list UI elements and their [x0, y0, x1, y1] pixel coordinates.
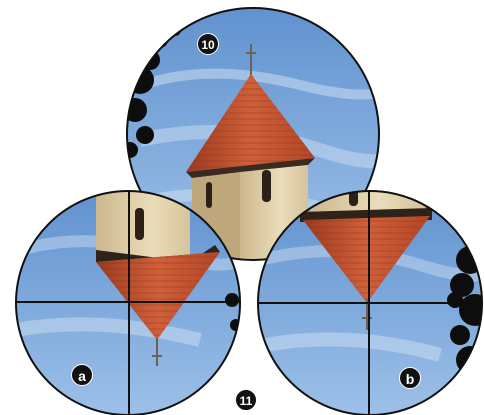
panel-label-right: b — [399, 367, 421, 389]
panel-label-bottom: 11 — [235, 389, 257, 411]
panel-label-top: 10 — [197, 33, 219, 55]
panel-label-left: a — [71, 364, 93, 386]
